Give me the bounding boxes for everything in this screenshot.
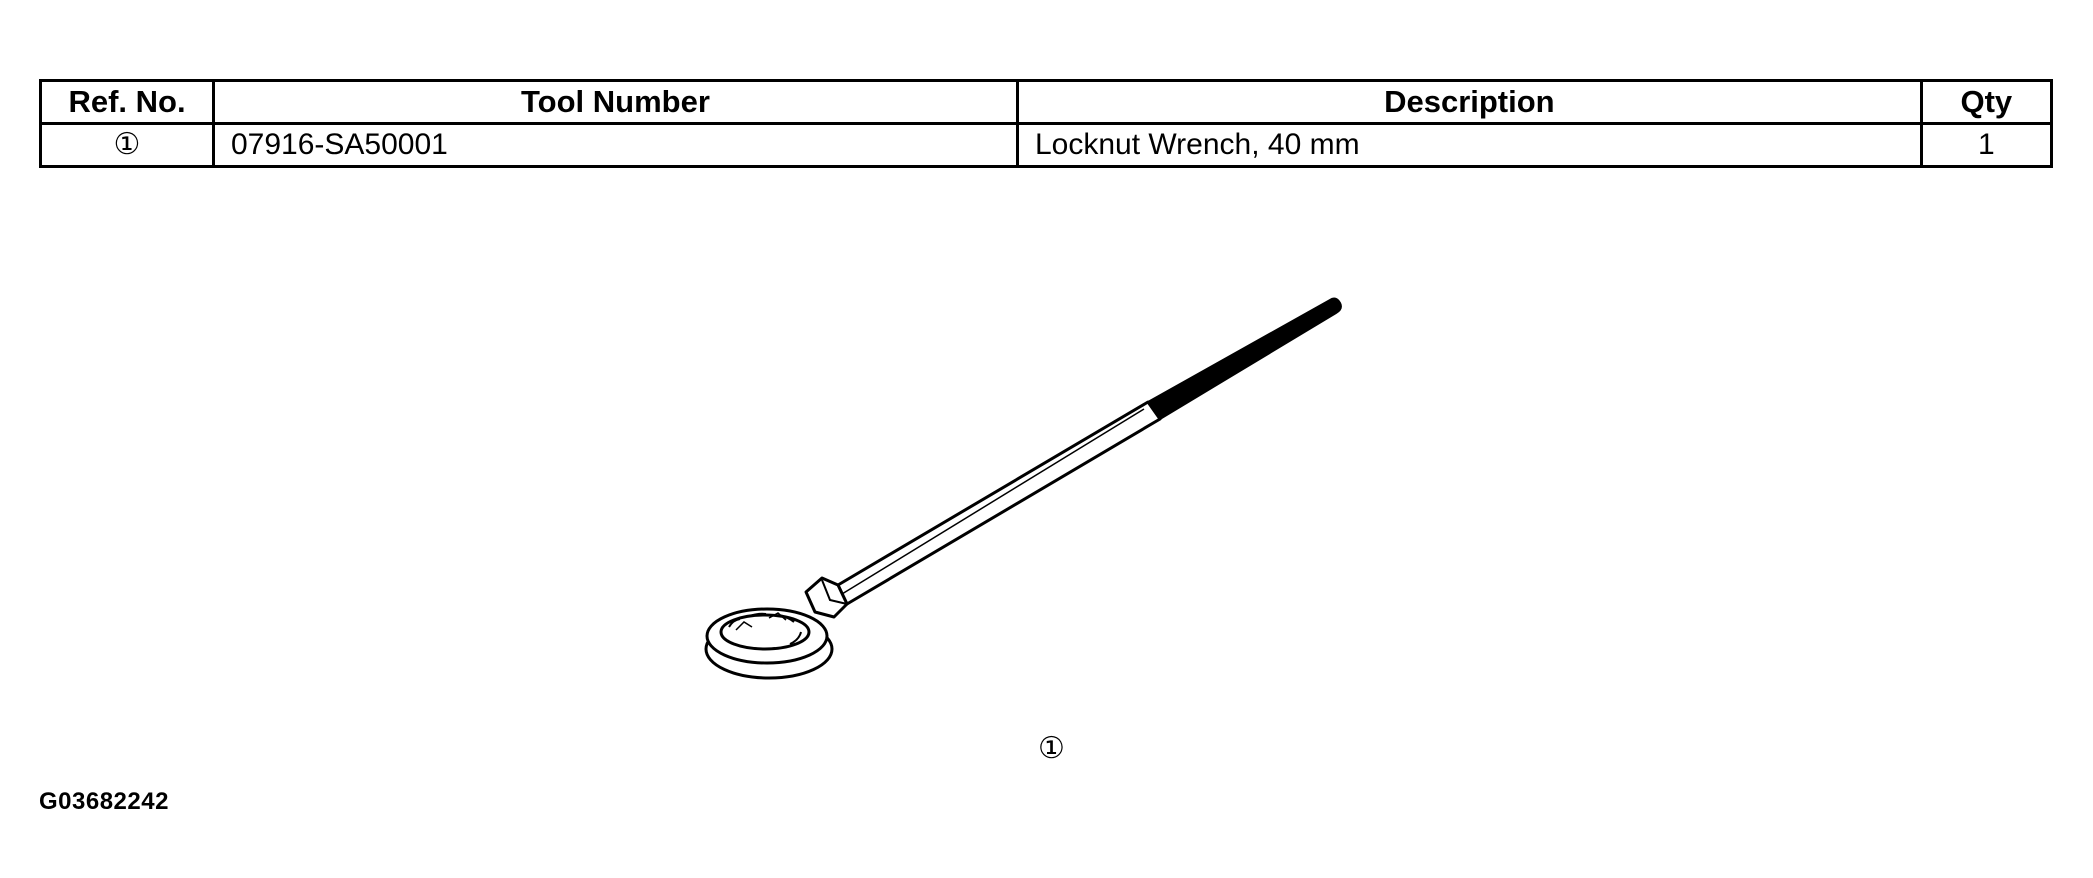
illustration-callout: ①: [1038, 732, 1065, 765]
header-qty: Qty: [1919, 79, 2054, 125]
header-description: Description: [1015, 79, 1923, 125]
figure-id: G03682242: [39, 788, 169, 815]
header-ref-no: Ref. No.: [39, 79, 215, 125]
cell-qty: 1: [1919, 122, 2054, 168]
header-tool-number: Tool Number: [212, 79, 1019, 125]
table-row: ① 07916-SA50001 Locknut Wrench, 40 mm 1: [39, 122, 2054, 168]
cell-tool-number: 07916-SA50001: [212, 122, 1019, 168]
table-header-row: Ref. No. Tool Number Description Qty: [39, 79, 2054, 125]
special-tools-table: Ref. No. Tool Number Description Qty ① 0…: [39, 79, 2054, 168]
cell-description: Locknut Wrench, 40 mm: [1015, 122, 1923, 168]
cell-ref-no: ①: [39, 122, 215, 168]
